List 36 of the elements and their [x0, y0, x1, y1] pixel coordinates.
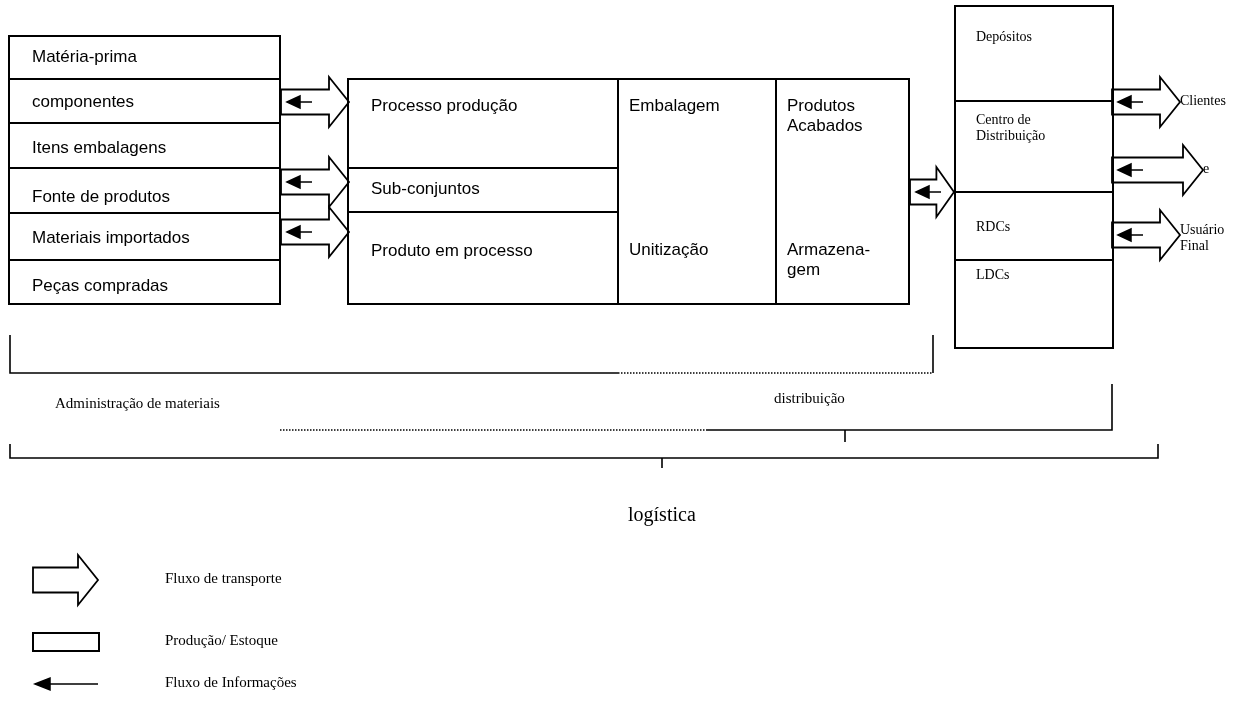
node-label: LDCs — [976, 267, 1010, 283]
legend-label: Fluxo de Informações — [165, 674, 297, 691]
process-box — [347, 78, 910, 305]
process-box — [954, 5, 1114, 349]
bracket-label: Administração de materiais — [55, 395, 220, 412]
cell-box — [349, 80, 619, 169]
cell-box — [8, 212, 281, 261]
node-label: Produtos Acabados — [787, 96, 864, 136]
box-label: Unitização — [629, 240, 709, 260]
box-label: Matéria-prima — [32, 47, 137, 67]
box-label: RDCs — [976, 219, 1011, 235]
box-label: Peças compradas — [32, 276, 169, 296]
legend-label: Fluxo de transporte — [165, 570, 282, 587]
box-label: componentes — [32, 92, 135, 112]
box-label: Centro de Distribuição — [976, 112, 1047, 144]
box-label: Itens embalagens — [32, 138, 167, 158]
node-label: Clientes — [1180, 93, 1226, 109]
box-label: Fonte de produtos — [32, 187, 170, 207]
node-label: Usuário Final — [1180, 222, 1226, 254]
cell-box — [8, 122, 281, 169]
box-label: Produto em processo — [371, 241, 533, 261]
box-label: Processo produção — [371, 96, 518, 116]
box-label: Embalagem — [629, 96, 720, 116]
legend-label: Produção/ Estoque — [165, 632, 278, 649]
box-label: Sub-conjuntos — [371, 179, 480, 199]
cell-box — [349, 167, 619, 213]
cell-box — [8, 78, 281, 124]
bracket-label: logística — [628, 503, 696, 526]
cell-box — [8, 35, 281, 80]
box-label: Materiais importados — [32, 228, 190, 248]
cell-box — [8, 259, 281, 305]
cell-box — [8, 167, 281, 214]
node-label: Armazena- gem — [787, 240, 872, 280]
box-label: Depósitos — [976, 29, 1032, 45]
node-label: e — [1203, 161, 1210, 177]
bracket-label: distribuição — [774, 390, 845, 407]
